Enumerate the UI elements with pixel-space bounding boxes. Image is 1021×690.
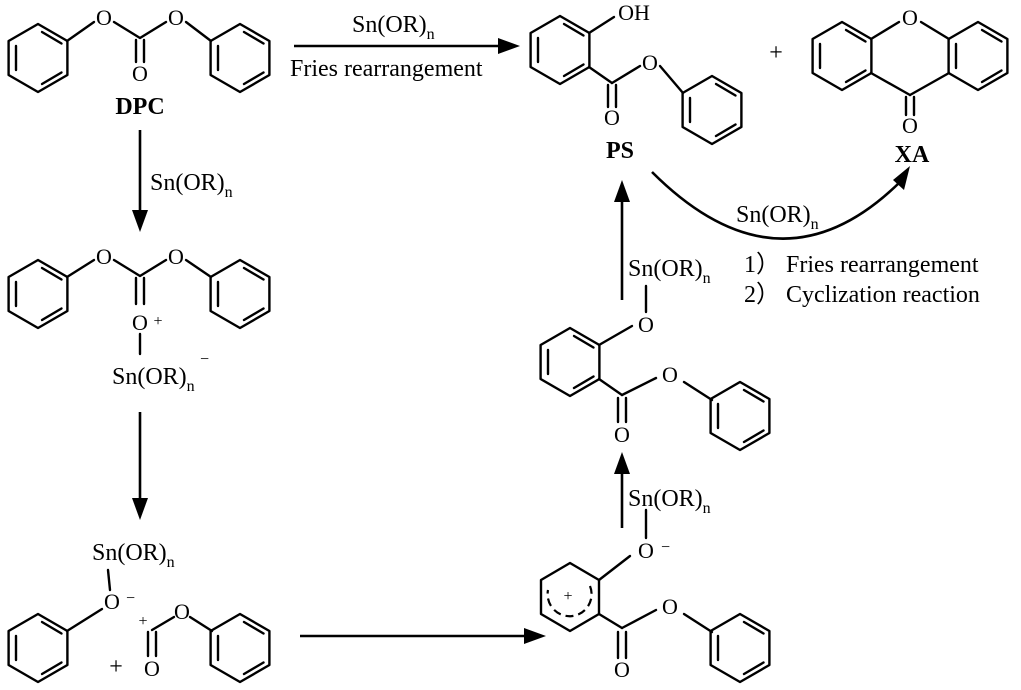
plus-charge: + <box>138 613 147 630</box>
tin-alkoxide: Sn(OR)n <box>112 364 195 395</box>
benzene-ring <box>709 612 771 684</box>
atom-oxygen: O <box>132 310 148 335</box>
arrow-head <box>132 498 148 520</box>
plus-sign: + <box>109 654 123 680</box>
xa-label: XA <box>895 142 930 168</box>
sigma-complex: + O − Sn(OR)n O O <box>539 486 771 684</box>
dpc-tin-complex: O O O + Sn(OR)n − <box>7 244 271 395</box>
delocalized-charge <box>546 585 593 618</box>
atom-oxygen: O <box>614 422 630 447</box>
benzene-ring <box>947 20 1009 92</box>
atom-oxygen: O <box>638 538 654 563</box>
atom-oxygen: O <box>132 61 148 86</box>
plus-charge: + <box>563 588 572 605</box>
benzene-ring <box>7 258 69 330</box>
minus-charge: − <box>661 539 670 556</box>
tin-alkoxide: Sn(OR)n <box>628 486 711 517</box>
phenoxide-tin: Sn(OR)n O − <box>7 540 175 684</box>
plus-sign: + <box>769 40 783 66</box>
atom-oxygen: O <box>604 105 620 130</box>
reagent-label: Sn(OR)n <box>150 170 233 201</box>
minus-charge: − <box>126 590 135 607</box>
arrow-head <box>132 210 148 232</box>
dpc-label: DPC <box>115 94 164 120</box>
ps-molecule: OH O O <box>529 0 743 146</box>
atom-oxygen: O <box>144 656 160 681</box>
atom-oxygen: O <box>662 362 678 387</box>
ps-label: PS <box>606 138 634 164</box>
fries-rearrangement-label: Fries rearrangement <box>290 56 483 82</box>
curved-arrow <box>651 171 901 240</box>
reagent-label: Sn(OR)n <box>352 12 435 43</box>
arrow-head <box>893 166 910 190</box>
reagent-label: Sn(OR)n <box>736 202 819 233</box>
acylium-ion: + O O <box>138 599 271 684</box>
dpc-molecule: O O O <box>7 5 271 94</box>
arrow-head <box>498 38 520 54</box>
atom-oxygen: O <box>638 312 654 337</box>
atom-oxygen: O <box>614 657 630 682</box>
benzene-ring <box>209 612 271 684</box>
benzene-ring <box>539 326 601 398</box>
benzene-ring <box>709 380 771 452</box>
benzene-ring <box>7 612 69 684</box>
atom-oxygen: O <box>642 50 658 75</box>
benzene-ring <box>209 258 271 330</box>
atom-oxygen: O <box>662 594 678 619</box>
atom-oxygen: O <box>104 589 120 614</box>
benzene-ring <box>529 14 591 86</box>
xa-molecule: O O <box>811 5 1009 138</box>
tin-alkoxide: Sn(OR)n <box>628 256 711 287</box>
plus-charge: + <box>153 313 162 330</box>
step-cyclization-label: 2） Cyclization reaction <box>744 282 980 308</box>
benzene-ring <box>681 74 743 146</box>
benzene-ring <box>811 20 873 92</box>
arrow-head <box>614 452 630 474</box>
step-fries-label: 1） Fries rearrangement <box>744 252 979 278</box>
arrow-head <box>524 628 546 644</box>
benzene-ring <box>209 22 271 94</box>
benzene-ring <box>7 22 69 94</box>
atom-oxygen: O <box>96 244 112 269</box>
arrow-head <box>614 180 630 202</box>
atom-oxygen: O <box>96 5 112 30</box>
minus-charge: − <box>200 351 209 368</box>
tin-alkoxide: Sn(OR)n <box>92 540 175 571</box>
atom-oxygen: O <box>902 5 918 30</box>
atom-oxygen: O <box>902 113 918 138</box>
atom-oxygen: O <box>174 599 190 624</box>
atom-oxygen: O <box>168 244 184 269</box>
atom-hydroxyl: OH <box>618 0 650 25</box>
atom-oxygen: O <box>168 5 184 30</box>
tin-phenolate-intermediate: O Sn(OR)n O O <box>539 256 771 452</box>
